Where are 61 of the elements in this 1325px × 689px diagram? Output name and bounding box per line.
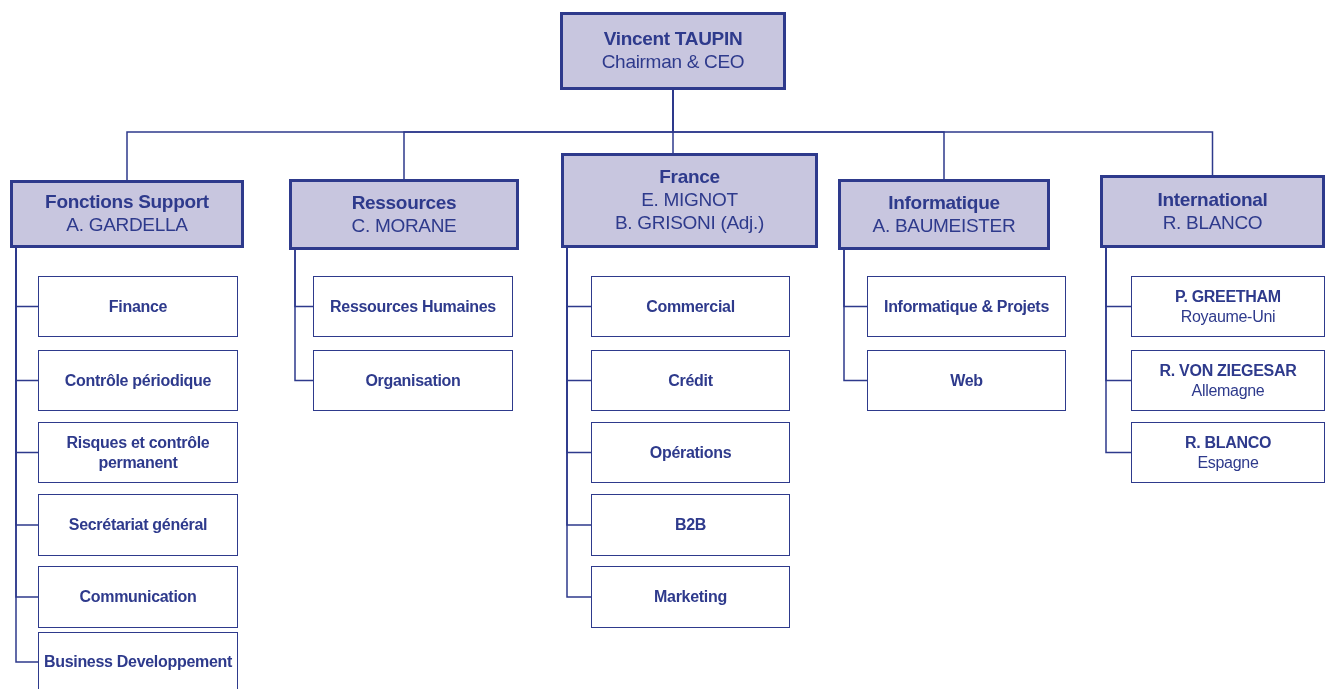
box-subtitle: R. BLANCO [1162,211,1263,235]
box-subtitle: Chairman & CEO [601,51,745,74]
unit-box [591,422,790,483]
unit-box [38,422,238,483]
box-title: Informatique [888,191,1000,215]
box-subtitle: A. GARDELLA [66,214,188,237]
unit-box [38,632,238,689]
box-title: Finance [108,296,168,317]
box-title: Business Developpement [43,652,233,672]
unit-box [591,350,790,411]
unit-box [38,350,238,411]
box-title: Fonctions Support [45,191,209,214]
box-title: Informatique & Projets [884,296,1049,317]
unit-box [313,276,513,337]
connector-line [294,249,314,382]
connector-line [843,249,868,382]
unit-box [38,276,238,337]
box-title: Secrétariat général [68,515,208,535]
unit-box [591,494,790,556]
unit-box [1131,422,1325,483]
department-box [10,180,244,248]
unit-box [591,276,790,337]
box-title: Ressources Humaines [330,296,496,317]
unit-box [867,276,1066,337]
department-box [289,179,519,250]
box-subtitle: Royaume-Uni [1180,306,1276,326]
unit-box [38,494,238,556]
box-subtitle: Espagne [1197,452,1259,472]
department-box [560,12,786,90]
unit-box [1131,276,1325,337]
box-title: P. GREETHAM [1175,287,1281,307]
unit-box [591,566,790,628]
unit-box [867,350,1066,411]
box-title: Risques et contrôle permanent [65,433,211,472]
box-title: Commercial [646,296,735,317]
box-title: R. BLANCO [1184,433,1272,453]
box-subtitle: B. GRISONI (Adj.) [614,211,764,235]
box-title: France [659,166,720,190]
department-box [561,153,818,248]
box-title: Contrôle périodique [64,370,212,391]
box-title: R. VON ZIEGESAR [1159,361,1297,381]
box-title: International [1157,188,1268,212]
box-title: Crédit [668,370,713,391]
box-title: Vincent TAUPIN [603,28,743,51]
connector-line [1105,247,1132,454]
unit-box [1131,350,1325,411]
box-title: Marketing [654,587,727,607]
unit-box [38,566,238,628]
box-title: Ressources [351,191,457,215]
box-subtitle: E. MIGNOT [641,189,738,212]
box-subtitle: Allemagne [1191,380,1265,400]
box-title: Web [950,370,983,391]
box-title: Organisation [365,370,461,391]
department-box [838,179,1050,250]
box-title: Opérations [649,442,732,463]
department-box [1100,175,1325,248]
box-title: Communication [79,587,197,607]
box-subtitle: A. BAUMEISTER [872,214,1016,238]
box-title: B2B [674,515,707,535]
box-subtitle: C. MORANE [351,214,457,238]
unit-box [313,350,513,411]
